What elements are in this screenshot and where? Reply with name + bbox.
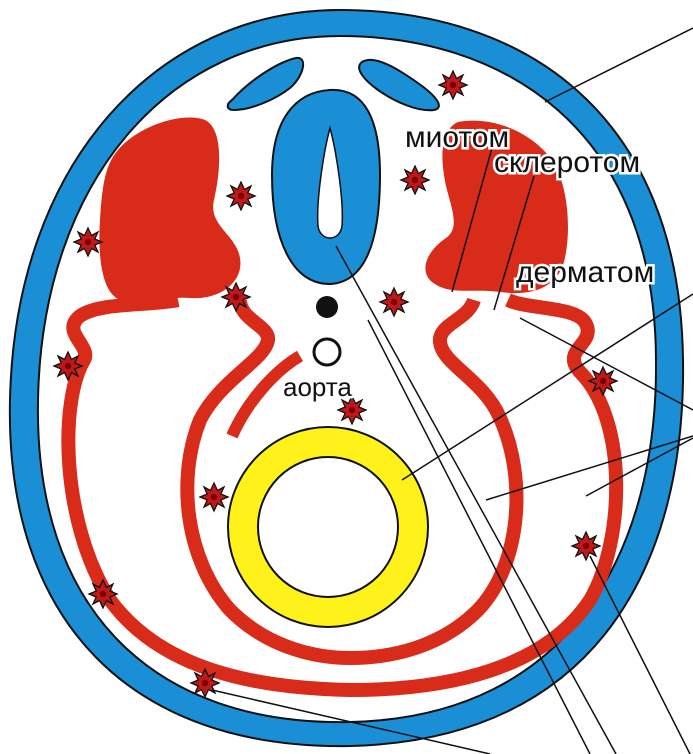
star-cell-icon — [54, 352, 82, 380]
aorta-vessel — [314, 339, 340, 365]
star-cell-icon — [380, 288, 408, 316]
leader-somatopleure — [586, 438, 693, 496]
label-sklerotom: склеротом — [494, 146, 640, 179]
star-cell-icon — [89, 580, 117, 608]
star-cell-icon — [439, 71, 467, 99]
leader-ectoderm — [545, 28, 693, 102]
notochord — [316, 296, 338, 318]
neural-crest-left — [228, 58, 303, 110]
gut-lumen — [258, 457, 398, 597]
neural-crest-right — [359, 60, 439, 110]
star-cell-icon — [191, 669, 219, 697]
star-cell-icon — [74, 228, 102, 256]
star-cell-icon — [227, 182, 255, 210]
star-cell-icon — [401, 166, 429, 194]
star-cell-icon — [572, 532, 600, 560]
label-aorta: аорта — [283, 372, 352, 402]
label-dermatom: дерматом — [516, 256, 654, 289]
star-cell-icon — [200, 483, 228, 511]
star-cell-icon — [222, 283, 250, 311]
star-cell-icon — [589, 367, 617, 395]
leader-mesenchyme-right — [590, 556, 690, 754]
somite-left — [99, 118, 240, 303]
